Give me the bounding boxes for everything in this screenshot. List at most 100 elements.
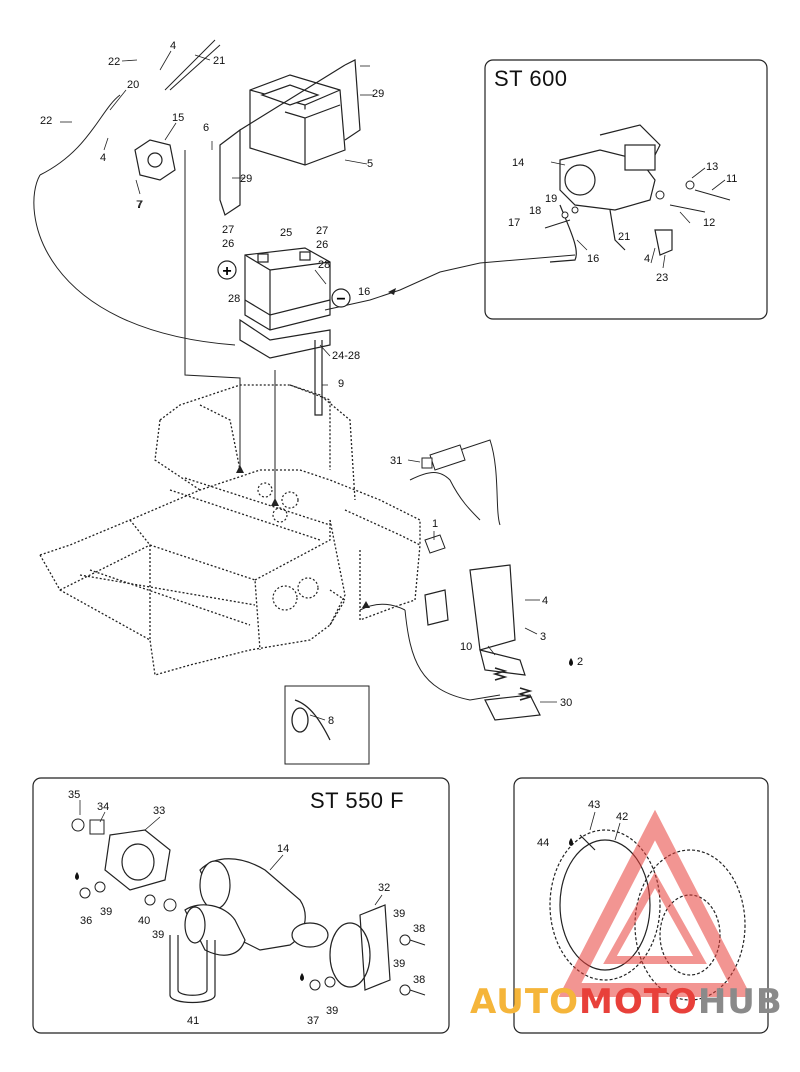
watermark-part-3: HUB <box>697 982 783 1022</box>
part-number-label: 4 <box>170 40 176 52</box>
oil-drop-icon <box>569 658 573 666</box>
st600-title: ST 600 <box>494 66 568 91</box>
part-number-label: 39 <box>393 908 405 920</box>
part-number-label: 27 <box>316 225 328 237</box>
part-number-label: 28 <box>228 293 240 305</box>
part-number-label: 39 <box>152 929 164 941</box>
part-number-label: 21 <box>618 231 630 243</box>
part-number-label: 5 <box>367 158 373 170</box>
part-number-label: 3 <box>540 631 546 643</box>
chassis-holes <box>257 482 319 611</box>
part-number-label: 37 <box>307 1015 319 1027</box>
solenoid-drawing <box>134 139 176 181</box>
ecu-bracket <box>424 564 541 721</box>
part-number-label: 28 <box>318 259 330 271</box>
part-number-label: 8 <box>328 715 334 727</box>
part-number-label: 43 <box>588 799 600 811</box>
chassis-frame <box>39 384 421 676</box>
part-number-label: 22 <box>108 56 120 68</box>
part-number-label: 39 <box>100 906 112 918</box>
part-number-label: 41 <box>187 1015 199 1027</box>
part-number-label: 38 <box>413 974 425 986</box>
oil-drop-icon <box>569 838 573 846</box>
part-number-label: 14 <box>512 157 524 169</box>
part-number-label: 14 <box>277 843 289 855</box>
part-number-label: 29 <box>240 173 252 185</box>
battery-drawing <box>244 247 331 331</box>
part-number-label: 44 <box>537 837 549 849</box>
part-number-label: 26 <box>222 238 234 250</box>
ground-strap-9 <box>314 340 323 416</box>
st600-panel-frame <box>484 59 768 320</box>
oil-drop-icon <box>75 872 79 880</box>
part-number-label: 42 <box>616 811 628 823</box>
st550-panel-frame <box>32 777 450 1034</box>
st550-title: ST 550 F <box>310 788 405 813</box>
part-number-label: 27 <box>222 224 234 236</box>
part-number-label: 9 <box>338 378 344 390</box>
cable-tie-drawing <box>291 699 331 741</box>
st550-starter-drawing <box>104 829 391 991</box>
positive-terminal-icon <box>217 260 237 280</box>
oil-drop-icon <box>300 973 304 981</box>
st550-fasteners <box>71 818 426 996</box>
part-number-label: 39 <box>393 958 405 970</box>
flywheel-drawing <box>549 829 746 1001</box>
part-number-label: 16 <box>587 253 599 265</box>
flywheel-panel-frame <box>513 777 769 1034</box>
negative-terminal-icon <box>331 288 351 308</box>
part-number-label: 4 <box>644 253 650 265</box>
battery-tray <box>239 318 331 359</box>
part-number-label: 15 <box>172 112 184 124</box>
part-number-label: 26 <box>316 239 328 251</box>
part-number-label: 34 <box>97 801 109 813</box>
watermark-part-1: AUTO <box>470 982 579 1022</box>
st600-starter-drawing <box>549 124 673 263</box>
part-number-label: 1 <box>432 518 438 530</box>
part-number-label: 2 <box>577 656 583 668</box>
polarity-symbols: + − <box>217 260 351 308</box>
part-number-label: 39 <box>326 1005 338 1017</box>
watermark-triangle-icon <box>558 809 752 997</box>
part-number-label: 11 <box>726 173 737 185</box>
part-number-label: 29 <box>372 88 384 100</box>
part-number-label: 22 <box>40 115 52 127</box>
ecu-springs <box>492 667 533 701</box>
part-number-label: 20 <box>127 79 139 91</box>
part-number-label: 30 <box>560 697 572 709</box>
cable-tie-box <box>284 685 370 765</box>
part-number-label: 19 <box>545 193 557 205</box>
positive-symbol: + <box>222 263 231 280</box>
part-number-label: 17 <box>508 217 520 229</box>
negative-symbol: − <box>336 291 345 308</box>
part-number-label: 7 <box>136 199 142 211</box>
part-number-label: 18 <box>529 205 541 217</box>
leader-lines <box>60 50 726 906</box>
battery-strap <box>219 59 361 216</box>
part-number-label: 10 <box>460 641 472 653</box>
part-number-label: 24-28 <box>332 350 360 362</box>
battery-box <box>249 74 346 166</box>
part-number-label: 13 <box>706 161 718 173</box>
part-number-label: 38 <box>413 923 425 935</box>
cables <box>33 39 576 701</box>
part-number-label: 36 <box>80 915 92 927</box>
part-number-label: 16 <box>358 286 370 298</box>
part-number-label: 4 <box>100 152 106 164</box>
part-number-label: 33 <box>153 805 165 817</box>
watermark-part-2: MOTO <box>578 982 698 1022</box>
part-number-label: 21 <box>213 55 225 67</box>
part-number-label: 40 <box>138 915 150 927</box>
relay-connector <box>421 444 466 554</box>
part-number-label: 4 <box>542 595 548 607</box>
watermark: AUTOMOTOHUB <box>470 982 783 1022</box>
part-number-label: 12 <box>703 217 715 229</box>
part-number-label: 6 <box>203 122 209 134</box>
part-number-label: 23 <box>656 272 668 284</box>
part-number-label: 25 <box>280 227 292 239</box>
st600-fasteners <box>544 180 731 229</box>
part-number-label: 35 <box>68 789 80 801</box>
